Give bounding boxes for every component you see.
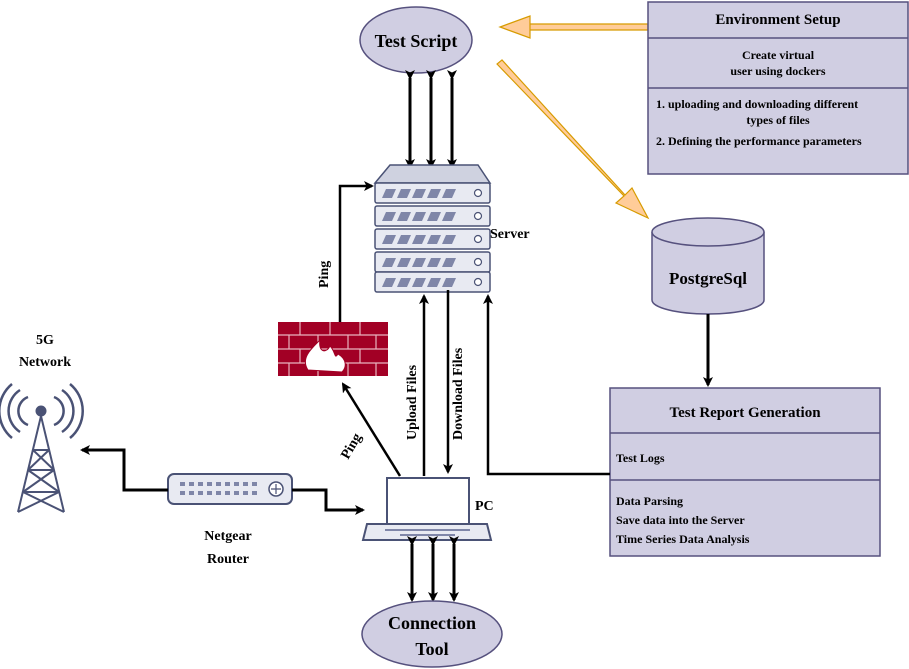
5g-tower-icon	[0, 383, 84, 513]
network-label: 5G	[36, 333, 54, 348]
postgresql-database: PostgreSql	[651, 217, 765, 315]
environment-setup-line: 2. Defining the performance parameters	[656, 134, 862, 148]
server-slot	[442, 278, 456, 287]
server-slot	[427, 212, 441, 221]
router-led	[198, 482, 203, 486]
test-report-box: Test Report Generation Test Logs Data Pa…	[609, 387, 881, 557]
report-to-server-arrow	[483, 294, 610, 476]
server-slot	[412, 235, 426, 244]
server-slot	[412, 212, 426, 221]
router-led	[216, 491, 221, 495]
server-slot	[412, 278, 426, 287]
router-led	[243, 491, 248, 495]
environment-setup-box: Environment Setup Create virtual user us…	[647, 1, 909, 175]
server-slot	[427, 278, 441, 287]
server-slot	[427, 235, 441, 244]
router-led	[234, 482, 239, 486]
router-label: Router	[207, 552, 249, 567]
router-label: Netgear	[204, 529, 251, 544]
router-led	[180, 482, 185, 486]
upload-label: Upload Files	[405, 364, 420, 440]
network-label: Network	[19, 355, 71, 370]
connection-tool-label: Tool	[415, 639, 448, 659]
server-slot	[397, 189, 411, 198]
server-slot	[397, 278, 411, 287]
server-slot	[382, 258, 396, 267]
environment-setup-line: user using dockers	[730, 64, 825, 78]
router-led	[252, 482, 257, 486]
environment-setup-title: Environment Setup	[715, 12, 840, 28]
server-slot	[442, 212, 456, 221]
connection-tool-label: Connection	[388, 613, 476, 633]
connection-tool-node: Connection Tool	[361, 600, 503, 668]
router-led	[234, 491, 239, 495]
router-led	[207, 482, 212, 486]
firewall-icon	[278, 322, 388, 376]
pc-laptop-icon	[361, 477, 493, 541]
netgear-router-icon	[167, 473, 293, 505]
test-script-label: Test Script	[375, 31, 458, 51]
server-slot	[382, 278, 396, 287]
environment-setup-line: 1. uploading and downloading different	[656, 97, 858, 111]
router-led	[243, 482, 248, 486]
ping-arrow-firewall-server	[338, 181, 374, 322]
ping-label-vertical: Ping	[317, 261, 332, 288]
router-led	[189, 491, 194, 495]
test-report-title: Test Report Generation	[669, 405, 821, 421]
test-report-line: Time Series Data Analysis	[616, 532, 750, 546]
server-slot	[397, 235, 411, 244]
postgresql-label: PostgreSql	[669, 269, 747, 288]
environment-setup-line: types of files	[746, 113, 810, 127]
router-led	[225, 491, 230, 495]
server-slot	[412, 189, 426, 198]
router-led	[216, 482, 221, 486]
router-led	[207, 491, 212, 495]
server-slot	[382, 189, 396, 198]
pc-tool-arrows	[407, 536, 459, 602]
server-slot	[427, 189, 441, 198]
server-slot	[397, 212, 411, 221]
server-slot	[442, 235, 456, 244]
pc-label: PC	[475, 499, 494, 514]
server-slot	[382, 235, 396, 244]
test-report-line: Save data into the Server	[616, 513, 745, 527]
ping-label-diagonal: Ping	[338, 431, 365, 462]
test-report-line: Data Parsing	[616, 494, 683, 508]
router-led	[252, 491, 257, 495]
router-led	[189, 482, 194, 486]
download-label: Download Files	[451, 347, 466, 440]
ping-arrow-pc-firewall	[341, 382, 402, 477]
server-label: Server	[490, 227, 530, 242]
server-icon	[373, 164, 492, 293]
server-slot	[427, 258, 441, 267]
server-slot	[382, 212, 396, 221]
router-led	[225, 482, 230, 486]
test-report-line: Test Logs	[616, 451, 665, 465]
flow-arrow-setup-to-script	[498, 15, 649, 39]
server-slot	[442, 258, 456, 267]
server-slot	[442, 189, 456, 198]
environment-setup-line: Create virtual	[742, 48, 815, 62]
server-slot	[397, 258, 411, 267]
router-led	[180, 491, 185, 495]
router-to-pc-arrow	[292, 488, 365, 515]
script-server-arrows	[405, 70, 457, 169]
flow-arrow-script-to-db	[496, 59, 650, 220]
router-to-network-arrow	[80, 445, 168, 492]
test-script-node: Test Script	[359, 6, 473, 74]
server-slot	[412, 258, 426, 267]
router-led	[198, 491, 203, 495]
